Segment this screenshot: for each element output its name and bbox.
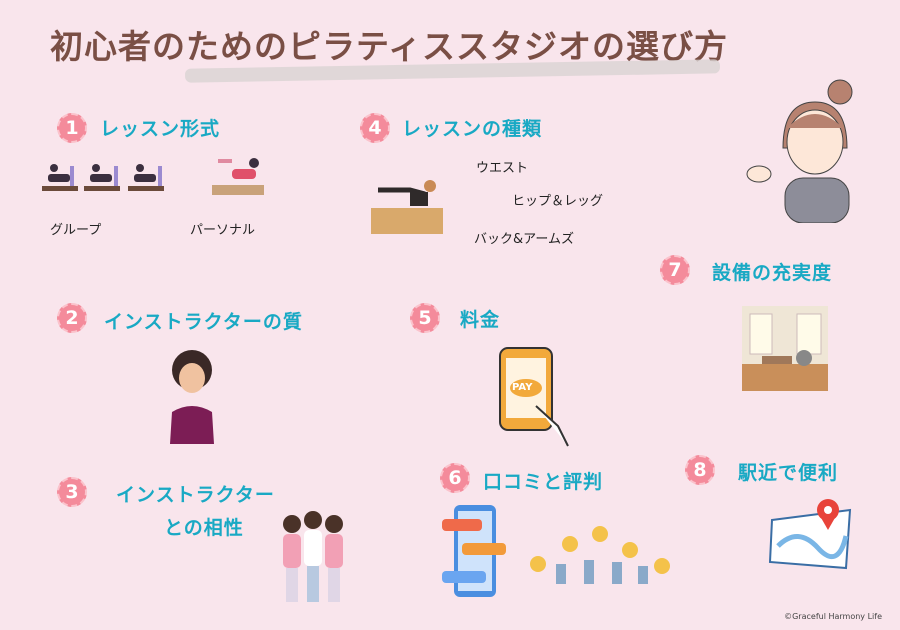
reviews-phone-illustration (442, 505, 506, 597)
stars-crowd-illustration (530, 526, 670, 584)
option-personal: パーソナル (190, 223, 256, 238)
pay-text: PAY (512, 382, 533, 393)
section-7-heading: 設備の充実度 (712, 262, 833, 284)
section-5-heading: 料金 (460, 309, 501, 331)
map-pin-illustration (768, 499, 852, 570)
section-3-badge: 3 (57, 477, 87, 507)
section-8-badge: 8 (685, 455, 715, 485)
page-title: 初心者のためのピラティススタジオの選び方 (50, 27, 729, 66)
lesson-type-waist: ウエスト (476, 161, 529, 176)
phone-pay-illustration (499, 347, 569, 447)
section-8-heading: 駅近で便利 (738, 462, 839, 484)
section-2-heading: インストラクターの質 (104, 311, 303, 333)
section-2-badge: 2 (57, 303, 87, 333)
friends-illustration (283, 511, 343, 602)
lesson-type-back-arms: バック&アームズ (474, 232, 574, 247)
section-7-badge: 7 (660, 255, 690, 285)
guide-woman-illustration (746, 79, 853, 223)
section-6-heading: 口コミと評判 (483, 471, 604, 493)
section-1-heading: レッスン形式 (100, 118, 221, 140)
studio-room-illustration (742, 306, 828, 391)
section-1-badge: 1 (57, 113, 87, 143)
option-group: グループ (50, 223, 102, 238)
section-6-badge: 6 (440, 463, 470, 493)
section-3-heading-line1: インストラクター (116, 484, 275, 506)
section-3-heading-line2: との相性 (164, 517, 244, 539)
reformer-illustration (371, 180, 443, 234)
personal-lesson-illustration (212, 158, 264, 195)
section-4-badge: 4 (360, 113, 390, 143)
lesson-type-hip-leg: ヒップ＆レッグ (512, 194, 604, 209)
instructor-illustration (170, 350, 214, 444)
copyright-text: ©Graceful Harmony Life (784, 612, 882, 621)
section-5-badge: 5 (410, 303, 440, 333)
group-lesson-illustration (42, 164, 164, 191)
section-4-heading: レッスンの種類 (402, 118, 543, 140)
